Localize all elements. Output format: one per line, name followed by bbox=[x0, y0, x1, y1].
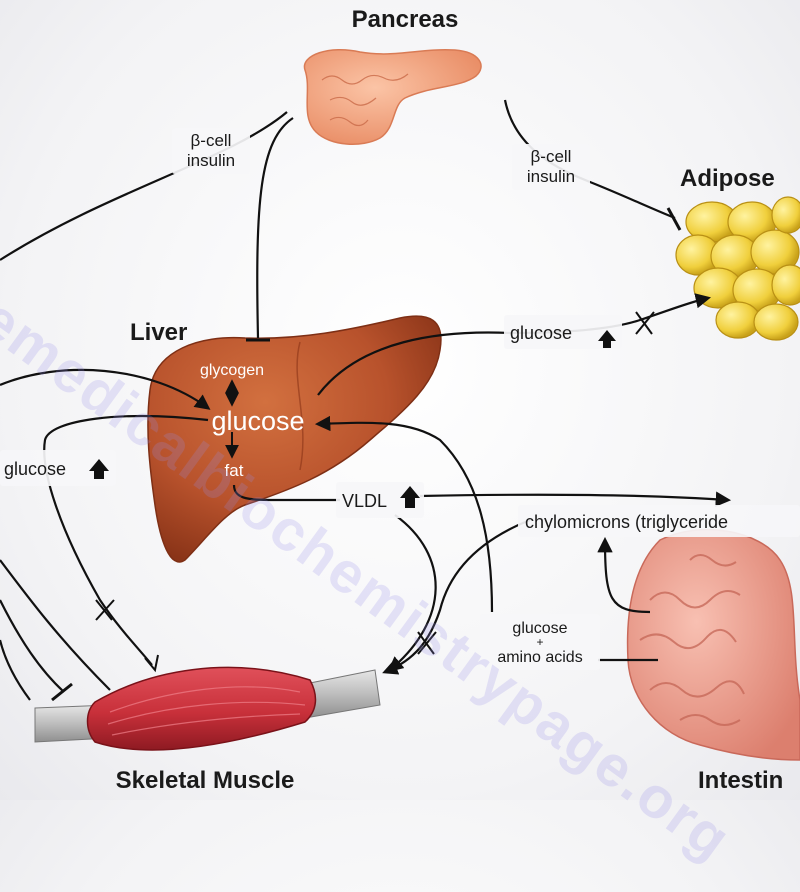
intestine-to-chylo-line bbox=[597, 536, 651, 614]
glucose-amino-label-2: amino acids bbox=[497, 649, 582, 666]
vldl-label: VLDL bbox=[342, 491, 387, 511]
block-cross-icon bbox=[417, 631, 437, 655]
glucose-left-label: glucose bbox=[4, 459, 66, 479]
intestine-organ bbox=[626, 528, 800, 761]
fat-to-vldl-line bbox=[232, 484, 340, 502]
pancreas-title: Pancreas bbox=[352, 6, 459, 33]
insulin-label-right: insulin bbox=[527, 167, 575, 186]
bcell-label-left: β-cell bbox=[191, 131, 232, 150]
left-to-liver-glucose-line bbox=[0, 368, 211, 410]
skeletal-muscle-organ bbox=[34, 666, 381, 751]
fat-label: fat bbox=[225, 461, 244, 480]
left-to-muscle-line-1 bbox=[0, 559, 111, 691]
insulin-label-left: insulin bbox=[187, 151, 235, 170]
pancreas-organ bbox=[303, 48, 482, 145]
liver-organ bbox=[147, 315, 442, 563]
liver-title: Liver bbox=[130, 319, 187, 346]
vldl-to-chylo-line bbox=[419, 491, 732, 507]
block-cross-icon bbox=[95, 599, 115, 621]
glycogen-label: glycogen bbox=[200, 362, 264, 379]
inhibit-bar-icon bbox=[51, 682, 73, 702]
metabolism-diagram: Pancreas Adipose Liver Skeletal Muscle I… bbox=[0, 6, 800, 794]
bcell-label-right: β-cell bbox=[531, 147, 572, 166]
pancreas-insulin-left-line bbox=[0, 111, 288, 261]
pancreas-to-liver-line bbox=[256, 117, 294, 339]
intestine-title: Intestin bbox=[698, 767, 783, 794]
up-arrow-icon bbox=[400, 486, 420, 508]
left-to-muscle-line-2 bbox=[0, 639, 31, 701]
chylo-to-muscle-line bbox=[382, 518, 531, 675]
glucose-amino-plus: + bbox=[536, 635, 543, 649]
up-arrow-icon bbox=[89, 459, 109, 479]
glucose-adipose-label: glucose bbox=[510, 323, 572, 343]
intestine-to-liver-glucose-line bbox=[314, 415, 494, 613]
adipose-title: Adipose bbox=[680, 165, 775, 192]
up-arrow-icon bbox=[598, 330, 616, 348]
skeletal-muscle-title: Skeletal Muscle bbox=[116, 767, 295, 794]
inhibit-bar-icon bbox=[666, 207, 682, 231]
glucose-amino-label-1: glucose bbox=[512, 620, 567, 637]
chylomicrons-label: chylomicrons (triglyceride bbox=[525, 512, 728, 532]
glucose-center-label: glucose bbox=[211, 406, 304, 436]
vldl-to-muscle-line bbox=[387, 514, 437, 672]
block-cross-icon bbox=[635, 311, 655, 335]
adipose-organ bbox=[675, 196, 800, 341]
left-to-muscle-inhibit-line bbox=[0, 599, 65, 693]
